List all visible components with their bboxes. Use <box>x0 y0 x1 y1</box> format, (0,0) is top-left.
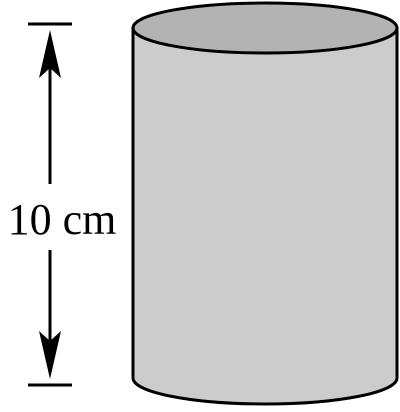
cylinder-body <box>131 26 399 406</box>
height-label: 10 cm <box>8 195 117 244</box>
up-arrow-icon <box>39 30 61 78</box>
cylinder-top <box>131 1 399 55</box>
height-dimension: 10 cm <box>8 22 117 387</box>
cylinder <box>131 1 399 406</box>
down-arrow-icon <box>39 331 61 379</box>
